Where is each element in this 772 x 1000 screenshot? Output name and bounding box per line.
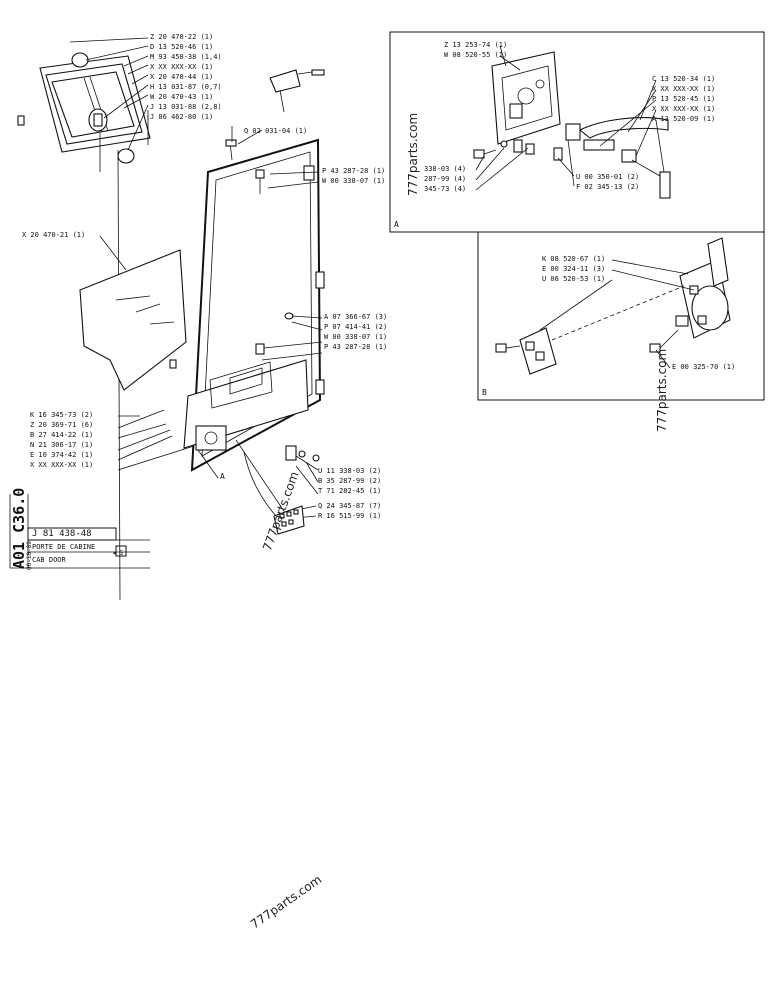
part-label: P 13 520-45 (1) — [652, 95, 716, 103]
part-label: Z 20 369-71 (6) — [30, 421, 94, 429]
title-fr: PORTE DE CABINE — [32, 543, 96, 551]
detail-a-letter: A — [394, 220, 399, 229]
door-frame — [153, 138, 325, 472]
detail-a-top-labels: Z 13 253-74 (1) W 08 520-55 (1) — [444, 40, 507, 60]
part-label: N 21 306-17 (1) — [30, 441, 94, 449]
marker-s: S — [119, 549, 124, 557]
part-label: H 13 031-87 (0,7) — [150, 83, 222, 91]
part-label: C 13 520-34 (1) — [652, 75, 716, 83]
part-label: K 16 345-73 (2) — [30, 411, 94, 419]
detail-b-letter: B — [482, 388, 487, 397]
detail-a-left-labels: 338-03 (4) 287-99 (4) 345-73 (4) — [424, 164, 466, 194]
detail-a-box — [389, 31, 765, 233]
part-label: 345-73 (4) — [424, 185, 467, 193]
part-label: K 08 520-67 (1) — [542, 255, 606, 263]
watermark: 777parts.com — [406, 112, 420, 196]
watermark: 777parts.com — [655, 348, 669, 432]
part-label: F 02 345-13 (2) — [576, 183, 640, 191]
detail-a-bottom-labels: U 00 350-01 (2) F 02 345-13 (2) — [576, 172, 639, 192]
part-label: J 86 462-80 (1) — [150, 113, 214, 121]
part-label: W 00 338-07 (1) — [324, 333, 388, 341]
marker-arrow: ◂ — [112, 549, 117, 557]
part-label: Q 24 345-87 (7) — [318, 502, 382, 510]
top-bracket — [269, 69, 325, 113]
title-en: CAB DOOR — [32, 556, 66, 564]
part-label: A 07 366-67 (3) — [324, 313, 388, 321]
part-label: U 00 350-01 (2) — [576, 173, 640, 181]
connector-block — [243, 451, 305, 535]
part-label: Z 13 253-74 (1) — [444, 41, 508, 49]
part-label: B 35 287-99 (2) — [318, 477, 382, 485]
part-label: W 00 338-07 (1) — [322, 177, 386, 185]
part-label: M 93 450-38 (1,4) — [150, 53, 222, 61]
part-label: R 16 515-99 (1) — [318, 512, 382, 520]
part-label: E 10 374-42 (1) — [30, 451, 94, 459]
part-label: 338-03 (4) — [424, 165, 467, 173]
part-label: A 13 520-09 (1) — [652, 115, 716, 123]
right-bottom-labels: Q 24 345-87 (7) R 16 515-99 (1) — [318, 501, 381, 521]
part-label: E 00 325-70 (1) — [672, 363, 736, 371]
part-label: 287-99 (4) — [424, 175, 467, 183]
part-label: E 00 324-11 (3) — [542, 265, 606, 273]
part-label: U 11 338-03 (2) — [318, 467, 382, 475]
detail-b-labels: K 08 520-67 (1) E 00 324-11 (3) U 06 520… — [542, 254, 605, 284]
part-label: X XX XXX-XX (1) — [150, 63, 214, 71]
part-label: B 27 414-22 (1) — [30, 431, 94, 439]
part-label: X 20 470-21 (1) — [22, 231, 86, 239]
part-label: W 08 520-55 (1) — [444, 51, 508, 59]
part-label: Q 02 031-04 (1) — [244, 127, 308, 135]
part-label: P 43 287-28 (1) — [324, 343, 388, 351]
left-lower-leaders — [117, 409, 219, 479]
right-lower-labels: U 11 338-03 (2) B 35 287-99 (2) T 71 282… — [318, 466, 381, 496]
date-wrap: 06-10-89 — [16, 520, 33, 570]
title-block — [9, 494, 150, 569]
callout-a-label: A — [220, 472, 225, 481]
part-label: T 71 282-45 (1) — [318, 487, 382, 495]
part-label: D 13 520-46 (1) — [150, 43, 214, 51]
window-frame-assembly — [17, 52, 151, 172]
part-label: X XX XXX-XX (1) — [30, 461, 94, 469]
detail-a-right-labels: C 13 520-34 (1) X XX XXX-XX (1) P 13 520… — [652, 74, 715, 124]
glass-panel — [79, 235, 187, 391]
left-lower-labels: K 16 345-73 (2) Z 20 369-71 (6) B 27 414… — [30, 410, 93, 470]
detail-b-box — [477, 231, 765, 401]
part-label: J 13 031-88 (2,8) — [150, 103, 222, 111]
ref-number: J 81 438-48 — [32, 529, 92, 539]
part-label: X XX XXX-XX (1) — [652, 85, 716, 93]
part-label: Z 20 470-22 (1) — [150, 33, 214, 41]
part-label: P 43 287-28 (1) — [322, 167, 386, 175]
top-label-stack: Z 20 470-22 (1) D 13 520-46 (1) M 93 450… — [150, 32, 222, 122]
part-label: X XX XXX-XX (1) — [652, 105, 716, 113]
part-label: P 07 414-41 (2) — [324, 323, 388, 331]
right-door-leaders — [231, 126, 323, 521]
watermark: 777parts.com — [610, 660, 624, 662]
part-label: W 20 470-43 (1) — [150, 93, 214, 101]
part-label: U 06 520-53 (1) — [542, 275, 606, 283]
right-mid-labels: A 07 366-67 (3) P 07 414-41 (2) W 00 338… — [324, 312, 387, 352]
right-upper-labels: P 43 287-28 (1) W 00 338-07 (1) — [322, 166, 385, 186]
part-label: X 20 470-44 (1) — [150, 73, 214, 81]
